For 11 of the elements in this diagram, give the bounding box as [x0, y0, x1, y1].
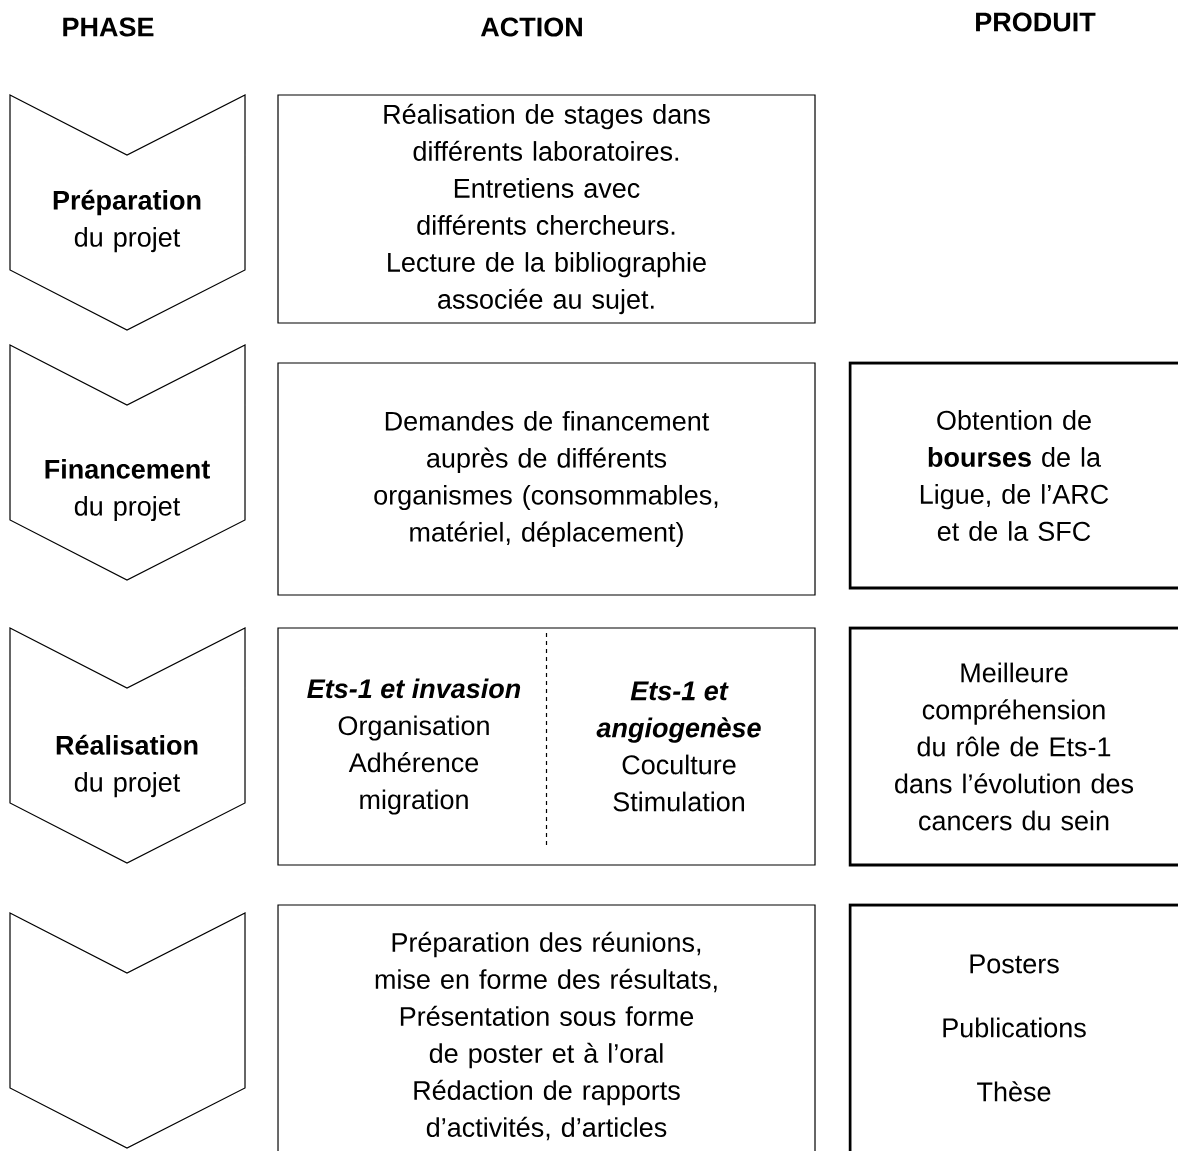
- action-box: Demandes de financement auprès de différents organismes (consommables, matériel, déplacement): [277, 362, 816, 596]
- column-header: PHASE: [63, 17, 154, 37]
- column-header: PRODUIT: [976, 12, 1096, 32]
- action-box: Préparation des réunions, mise en forme des résultats, Présentation sous forme de poster et à l’oral Rédaction de rapports d’activités, d’articles: [277, 904, 816, 1151]
- result-box: Posters Publications Thèse: [848, 903, 1178, 1151]
- action-box: Ets-1 et invasion Organisation Adhérence migration Ets-1 et angiogenèse Coculture Stimulation: [277, 627, 816, 866]
- chevron-shape: [9, 912, 246, 1149]
- action-box: Réalisation de stages dans différents laboratoires. Entretiens avec différents chercheurs. Lecture de la bibliographie associée au sujet.: [277, 94, 816, 324]
- result-box: Meilleure compréhension du rôle de Ets-1 dans l’évolution des cancers du sein: [848, 626, 1178, 867]
- result-box: Obtention de bourses de la Ligue, de l’ARC et de la SFC: [848, 361, 1178, 590]
- column-header: ACTION: [480, 17, 582, 37]
